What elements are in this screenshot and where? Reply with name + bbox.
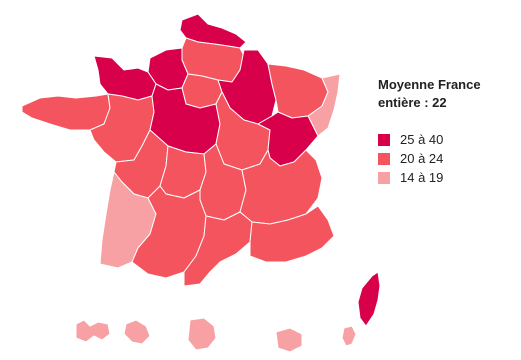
legend-title-line-2: entière : 22	[378, 95, 447, 110]
region-provence-alpes-cote-dazur[interactable]	[249, 205, 335, 263]
region-basse-normandie[interactable]	[93, 55, 157, 101]
legend-label-low: 14 à 19	[400, 170, 444, 185]
region-mayotte[interactable]	[341, 325, 357, 347]
region-bretagne[interactable]	[21, 93, 111, 131]
legend-swatch-low	[378, 171, 390, 184]
legend-label-mid: 20 à 24	[400, 151, 444, 166]
region-guyane[interactable]	[187, 317, 217, 351]
region-corse[interactable]	[357, 271, 381, 327]
legend-item-high: 25 à 40	[378, 130, 518, 149]
legend-swatch-mid	[378, 152, 390, 165]
map-legend: Moyenne France entière : 22 25 à 40 20 à…	[378, 76, 518, 187]
legend-label-high: 25 à 40	[400, 132, 444, 147]
legend-title-line-1: Moyenne France	[378, 77, 481, 92]
region-languedoc-roussillon[interactable]	[183, 211, 253, 287]
legend-swatch-high	[378, 133, 390, 146]
legend-item-mid: 20 à 24	[378, 149, 518, 168]
legend-title: Moyenne France entière : 22	[378, 76, 518, 112]
region-reunion[interactable]	[275, 327, 303, 353]
legend-item-low: 14 à 19	[378, 168, 518, 187]
region-guadeloupe[interactable]	[75, 319, 111, 343]
region-martinique[interactable]	[123, 319, 151, 345]
